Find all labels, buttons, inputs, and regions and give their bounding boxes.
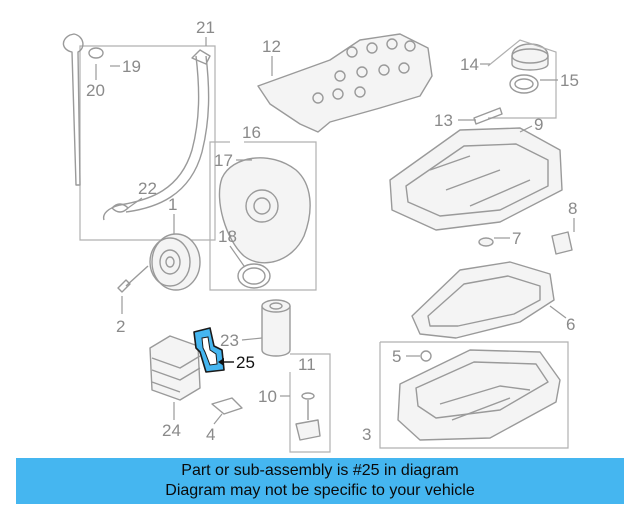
callout-23: 23 xyxy=(220,331,239,350)
part-23-oil-filter xyxy=(261,299,291,357)
part-7-plug xyxy=(478,237,494,247)
callout-20: 20 xyxy=(86,81,105,100)
callout-25: 25 xyxy=(236,353,255,372)
part-1-pulley xyxy=(149,233,201,291)
callout-15: 15 xyxy=(560,71,579,90)
callout-6: 6 xyxy=(566,315,575,334)
callout-10: 10 xyxy=(258,387,277,406)
part-4-bracket xyxy=(211,397,243,415)
callout-12: 12 xyxy=(262,37,281,56)
callout-2: 2 xyxy=(116,317,125,336)
parts-diagram: 21 19 20 22 12 14 15 13 xyxy=(62,18,579,453)
part-19-dipstick xyxy=(62,33,104,186)
callout-22: 22 xyxy=(138,179,157,198)
callout-8: 8 xyxy=(568,199,577,218)
part-25-gasket-highlighted xyxy=(193,327,225,373)
part-11-seal xyxy=(301,392,315,400)
callout-16: 16 xyxy=(242,123,261,142)
callout-14: 14 xyxy=(460,55,479,74)
part-10-oil-level-sensor xyxy=(295,400,321,441)
part-3-oil-pan xyxy=(397,349,561,441)
part-2-bolt xyxy=(117,265,149,293)
callout-19: 19 xyxy=(122,57,141,76)
callout-9: 9 xyxy=(534,115,543,134)
callout-3: 3 xyxy=(362,425,371,444)
part-6-lower-frame xyxy=(411,261,555,339)
callout-7: 7 xyxy=(512,229,521,248)
part-5-drain-plug xyxy=(420,350,432,362)
banner-line-2: Diagram may not be specific to your vehi… xyxy=(165,482,475,499)
callout-11: 11 xyxy=(298,355,316,374)
part-14-filler-cap xyxy=(511,43,549,71)
callout-1: 1 xyxy=(168,195,177,214)
callout-24: 24 xyxy=(162,421,181,440)
part-16-timing-cover xyxy=(218,157,311,264)
callout-4: 4 xyxy=(206,425,215,444)
callout-17: 17 xyxy=(214,151,233,170)
part-15-seal xyxy=(509,74,539,94)
banner-line-1: Part or sub-assembly is #25 in diagram xyxy=(181,462,459,479)
callout-18: 18 xyxy=(218,227,237,246)
part-8-sensor xyxy=(551,231,573,255)
part-24-oil-cooler xyxy=(149,335,201,401)
callout-5: 5 xyxy=(392,347,401,366)
part-13-strip xyxy=(473,107,503,125)
part-9-housing xyxy=(389,127,563,231)
callout-21: 21 xyxy=(196,18,215,37)
info-banner: Part or sub-assembly is #25 in diagram D… xyxy=(16,458,624,504)
part-12-valve-cover xyxy=(257,33,433,133)
part-18-seal-ring xyxy=(237,263,271,289)
part-21-dipstick-tube xyxy=(79,45,216,241)
callout-13: 13 xyxy=(434,111,453,130)
